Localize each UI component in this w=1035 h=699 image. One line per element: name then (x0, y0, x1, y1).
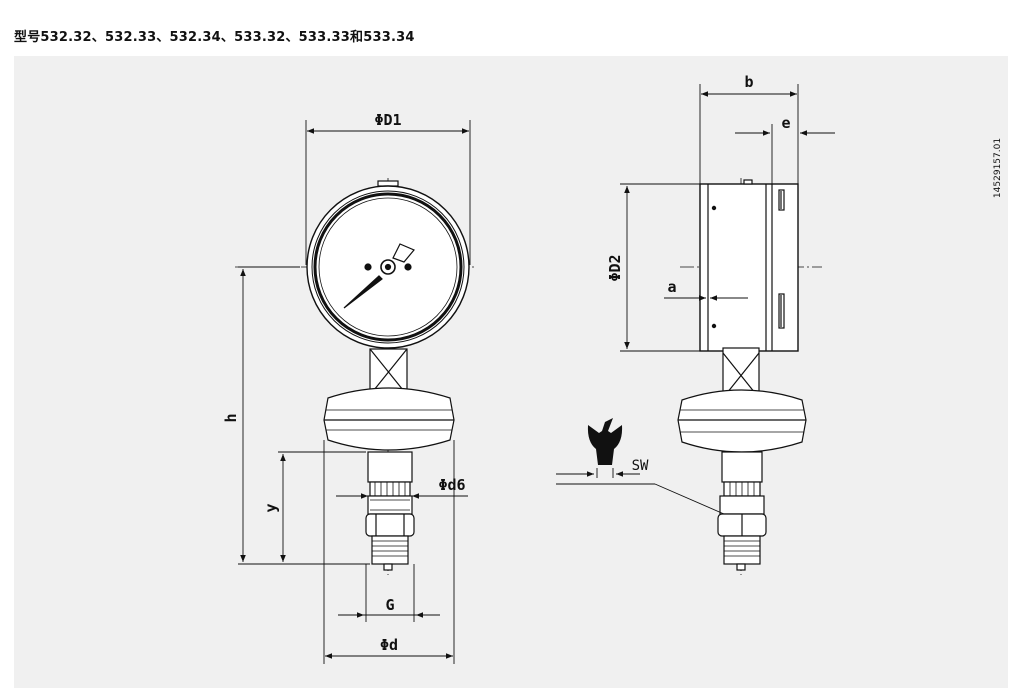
label-b: b (744, 73, 753, 91)
document-id: 14529157.01 (993, 138, 1003, 198)
label-D1: ΦD1 (374, 111, 401, 129)
label-a: a (667, 278, 676, 296)
wrench-icon (556, 418, 640, 478)
label-e: e (781, 114, 790, 132)
side-view (677, 178, 822, 575)
front-view-dimensions (238, 120, 471, 664)
label-y: y (262, 503, 280, 512)
label-d6: Φd6 (438, 476, 465, 494)
label-G: G (385, 596, 394, 614)
label-h: h (222, 413, 240, 422)
label-D2: ΦD2 (606, 254, 624, 281)
label-SW: SW (632, 458, 649, 474)
side-view-dimensions (556, 84, 835, 515)
label-d: Φd (380, 636, 398, 654)
page-title: 型号532.32、532.33、532.34、533.32、533.33和533… (14, 30, 415, 45)
front-view (235, 178, 475, 575)
drawing-panel (14, 56, 1008, 688)
